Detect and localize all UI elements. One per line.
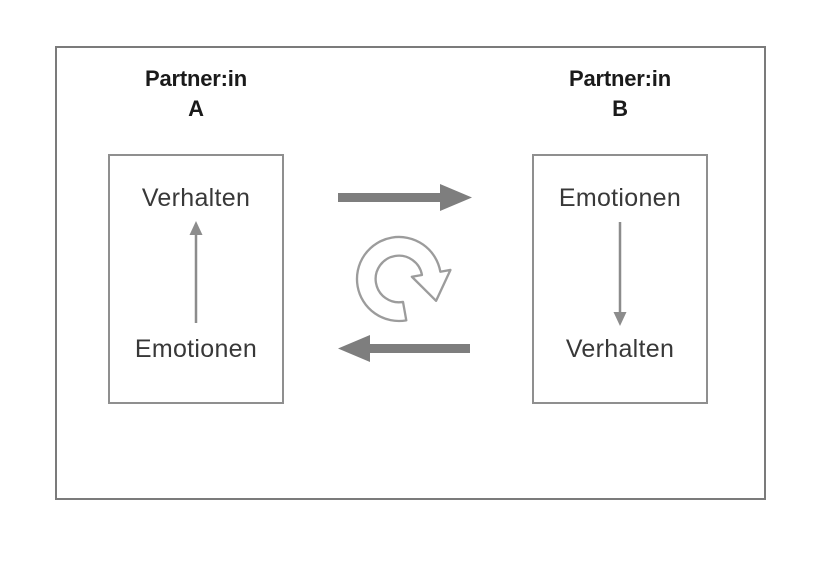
panel-a-top-label: Verhalten: [141, 184, 251, 212]
cycle-arrow-shape: [355, 235, 452, 323]
panel-b-bottom-label: Verhalten: [565, 335, 675, 363]
panel-a-box: Verhalten Emotionen: [108, 154, 284, 404]
cycle-arrow-icon: [355, 235, 452, 323]
panel-a-title-line2: A: [188, 96, 204, 121]
up-arrow-icon: [189, 221, 203, 323]
panel-b-top-label: Emotionen: [558, 184, 682, 212]
panel-a-title-line1: Partner:in: [145, 66, 247, 91]
panel-b-title: Partner:in B: [532, 64, 708, 124]
right-arrow-icon: [338, 184, 472, 211]
right-arrow-head: [440, 184, 472, 211]
panel-b-title-line1: Partner:in: [569, 66, 671, 91]
down-arrow-icon: [613, 222, 627, 326]
left-arrow-shaft: [370, 344, 470, 353]
panel-b-title-line2: B: [612, 96, 628, 121]
panel-a-title: Partner:in A: [108, 64, 284, 124]
right-arrow-shaft: [338, 193, 441, 202]
left-arrow-icon: [338, 335, 470, 362]
left-arrow-head: [338, 335, 370, 362]
panel-b-box: Emotionen Verhalten: [532, 154, 708, 404]
panel-a-bottom-label: Emotionen: [134, 335, 258, 363]
up-arrow-head: [189, 221, 203, 235]
down-arrow-head: [613, 312, 627, 326]
